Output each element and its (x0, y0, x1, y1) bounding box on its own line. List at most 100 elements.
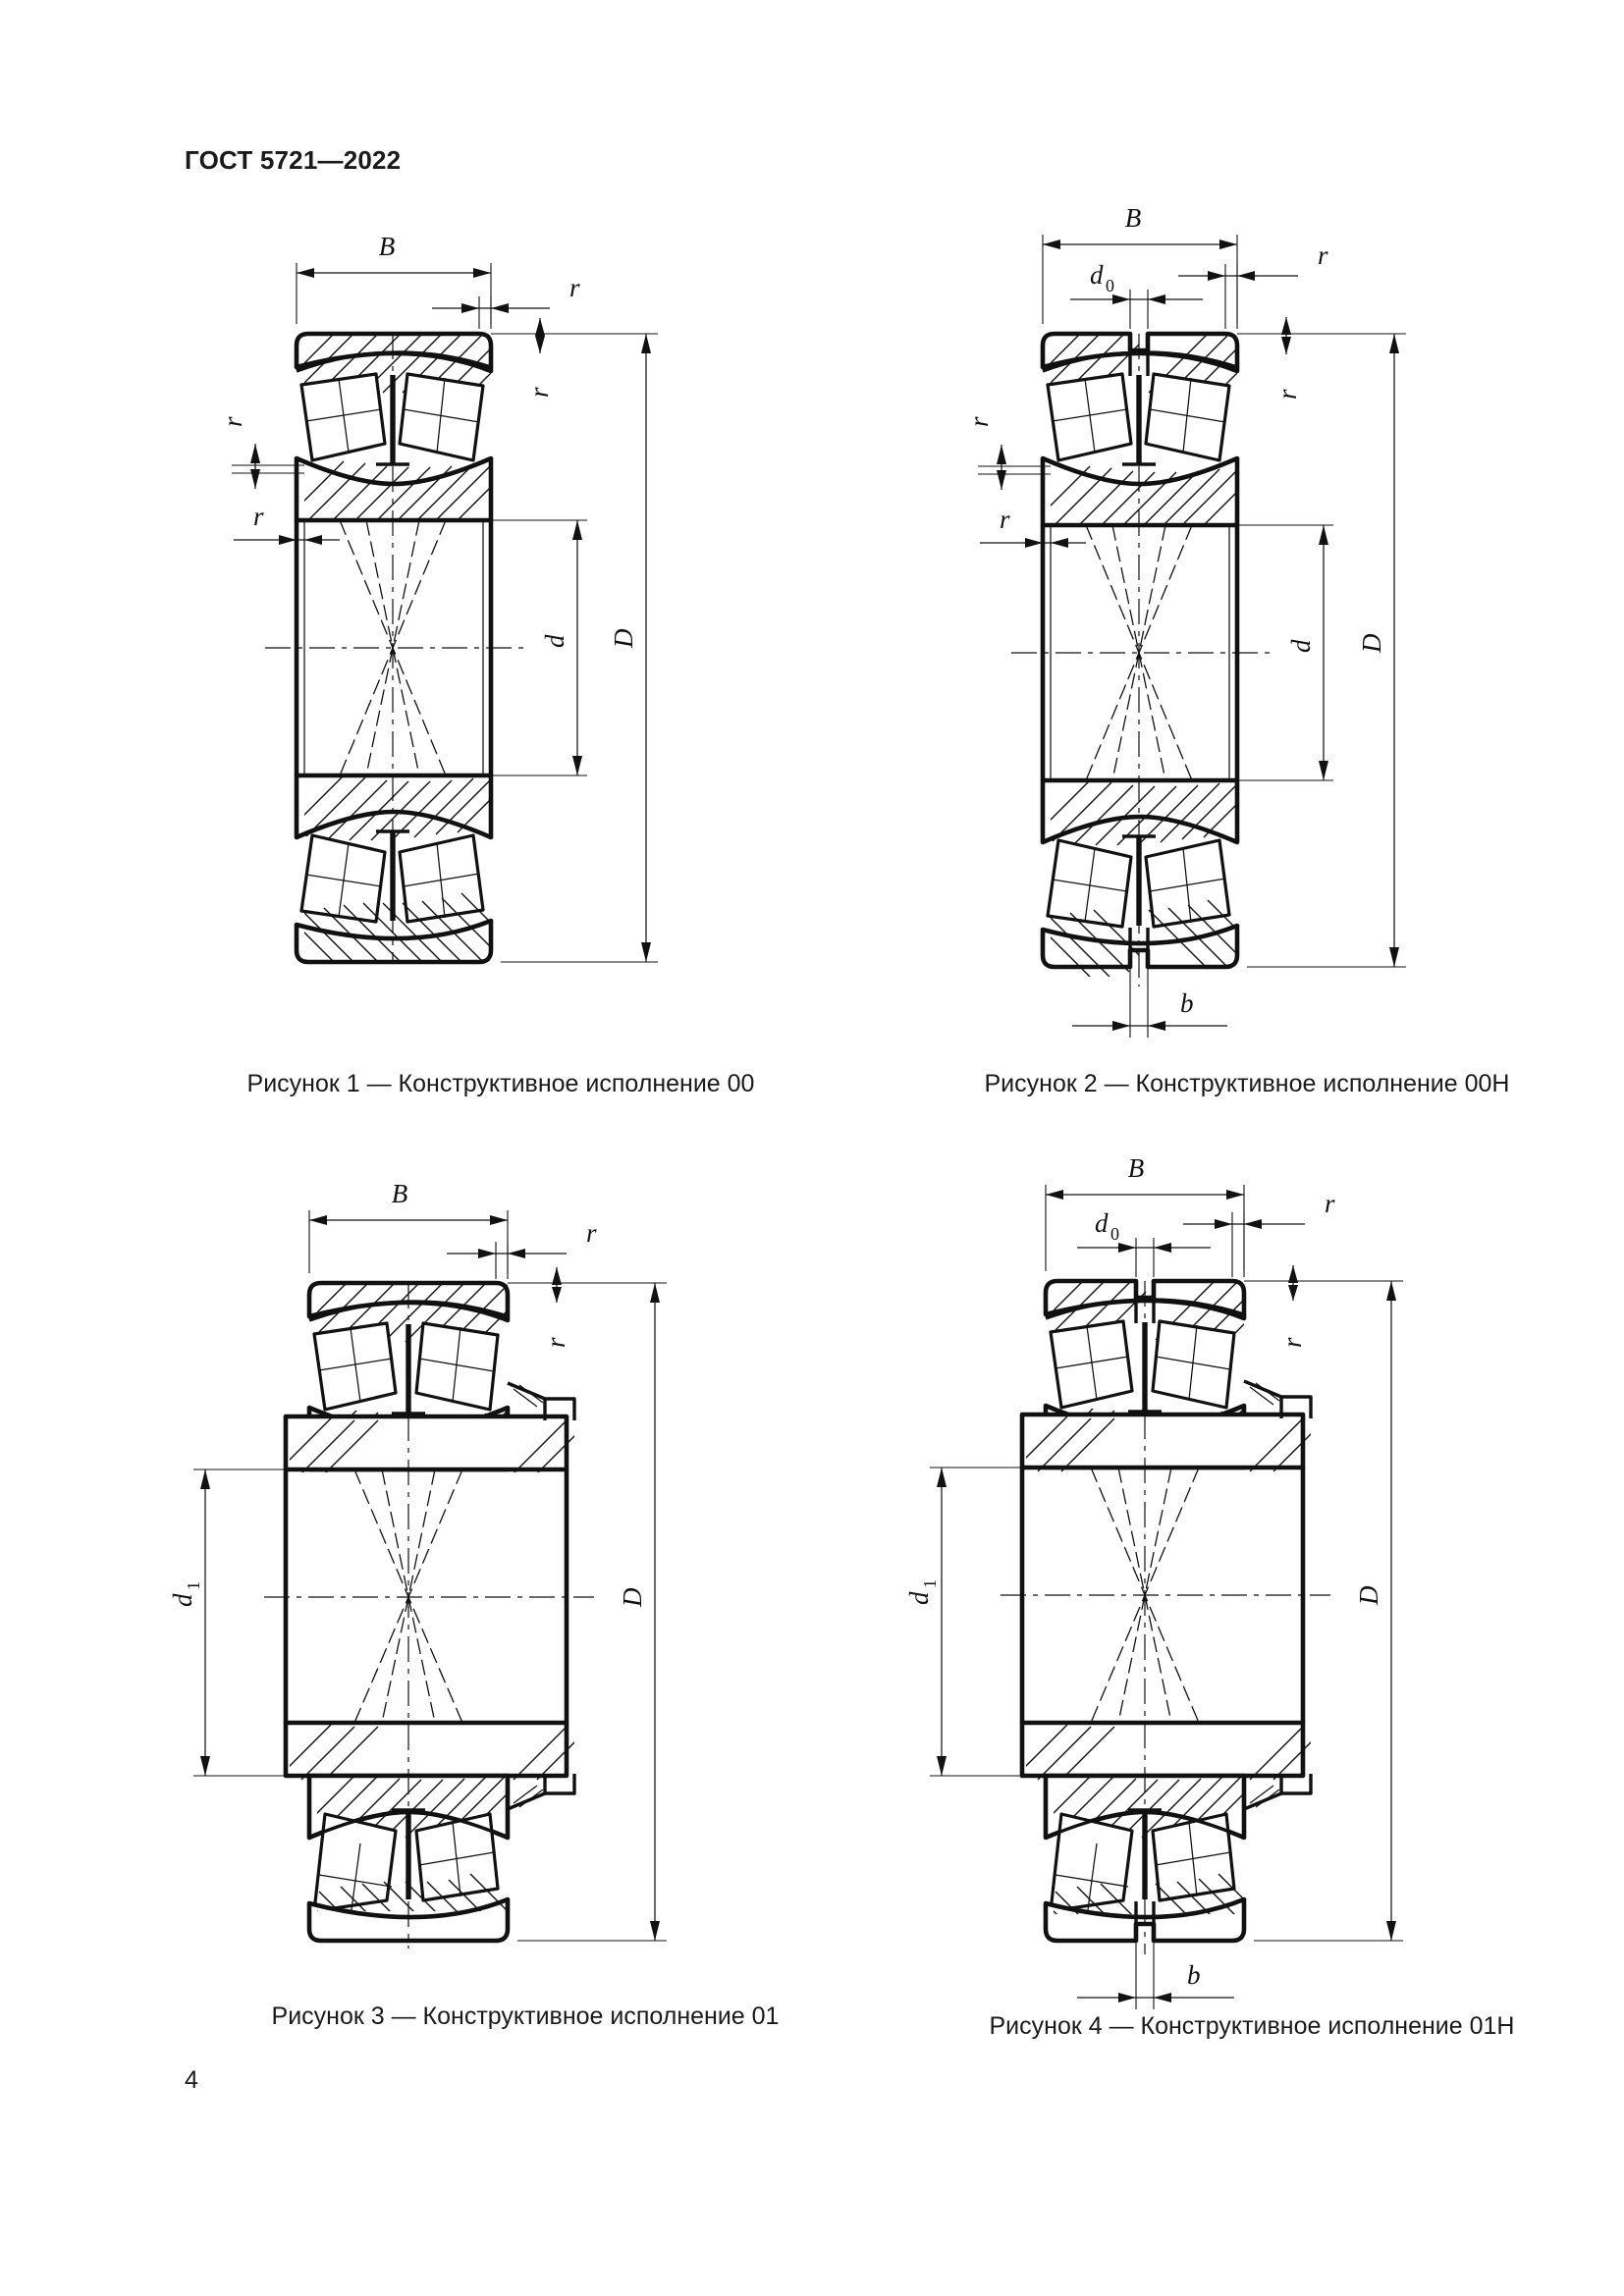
dimension-label-D: D (609, 628, 638, 649)
dimension-label-d1: d (168, 1593, 197, 1607)
dimension-label-d0-subscript: 0 (1110, 1224, 1119, 1244)
dimension-B: B (1042, 203, 1238, 324)
dimension-label-B: B (392, 1179, 408, 1208)
inner-raceway-arc-bottom (296, 810, 492, 839)
page-number: 4 (185, 2066, 198, 2094)
dimension-r-top: r (447, 1218, 597, 1279)
dimension-d0: d 0 (1070, 260, 1203, 329)
roller-top-left (1049, 1319, 1134, 1410)
figure-4-drawing: B d 0 r (904, 1153, 1403, 2009)
dimension-r-right: r (1237, 317, 1318, 400)
roller-top-left (1046, 372, 1133, 462)
dimension-label-r-right: r (541, 1337, 570, 1348)
inner-raceway-arc-bottom (308, 1810, 509, 1840)
roller-top-right (1144, 372, 1231, 462)
dimension-label-b: b (1187, 1960, 1201, 1990)
construction-lines (1011, 334, 1276, 987)
dimension-label-r-left2: r (253, 502, 264, 531)
roller-top-right (398, 372, 485, 462)
dimension-label-d1-subscript: 1 (184, 1581, 203, 1590)
dimension-label-r-right: r (524, 387, 554, 398)
dimension-label-r-top: r (586, 1218, 597, 1248)
figure-4: B d 0 r (904, 1153, 1537, 2040)
dimension-label-D: D (1354, 1585, 1383, 1606)
roller-top-left (299, 372, 387, 462)
dimension-label-r-left: r (964, 416, 994, 427)
dimension-label-D: D (1357, 633, 1386, 654)
dimension-label-d: d (1286, 639, 1316, 653)
inner-ring-top (1040, 455, 1240, 528)
roller-bottom-right (398, 833, 485, 924)
outer-raceway-arc (296, 350, 492, 373)
adapter-sleeve-top (283, 1381, 576, 1472)
dimension-label-B: B (379, 232, 396, 261)
dimension-D: D (501, 333, 658, 963)
dimension-label-d: d (540, 634, 569, 648)
dimension-r-left-vert: r (218, 416, 304, 489)
dimension-label-r-right: r (1277, 1337, 1307, 1348)
dimension-label-d1-subscript: 1 (920, 1579, 940, 1588)
dimension-label-r-right: r (1272, 389, 1302, 400)
dimension-r-right: r (491, 318, 569, 398)
construction-lines (264, 1283, 594, 1949)
dimension-label-D: D (618, 1587, 647, 1608)
construction-lines (265, 334, 530, 962)
dimension-r-top: r (1183, 1189, 1335, 1277)
figure-4-caption: Рисунок 4 — Конструктивное исполнение 01… (989, 2012, 1515, 2040)
outer-raceway-arc-bottom (1045, 1897, 1245, 1919)
figure-2-caption: Рисунок 2 — Конструктивное исполнение 00… (984, 1070, 1510, 1097)
dimension-label-r-left2: r (1000, 505, 1010, 534)
dimension-d1: d 1 (168, 1468, 286, 1777)
dimension-r-right: r (1244, 1265, 1325, 1348)
roller-bottom-left (1049, 1812, 1134, 1918)
dimension-r-top: r (1178, 240, 1328, 329)
roller-bottom-right (1151, 1812, 1236, 1902)
dimension-label-d1: d (904, 1591, 934, 1605)
cage-separator-top (406, 1324, 411, 1414)
figure-1-caption: Рисунок 1 — Конструктивное исполнение 00 (246, 1070, 755, 1097)
dimension-b: b (1072, 969, 1227, 1038)
dimension-r-right: r (508, 1267, 586, 1348)
dimension-d: d (1237, 524, 1333, 781)
cage-separator-bottom (390, 831, 396, 921)
dimension-label-r-left: r (218, 416, 247, 427)
bore-walls (283, 1469, 569, 1723)
dimension-D: D (1254, 1280, 1403, 1942)
dimension-d1: d 1 (904, 1467, 1022, 1777)
figure-1: B r r (218, 226, 756, 1097)
outer-raceway-arc-bottom (1042, 924, 1238, 945)
dimension-label-d0: d (1095, 1208, 1109, 1238)
dimension-label-B: B (1128, 1153, 1145, 1183)
dimension-r-top: r (432, 273, 580, 329)
dimension-r-left-vert: r (964, 416, 1051, 490)
dimension-D: D (1247, 333, 1406, 968)
figure-2-drawing: B d 0 r (964, 203, 1406, 1038)
outer-raceway-arc (1042, 350, 1238, 373)
cage-separator-top (1142, 1322, 1148, 1412)
figure-1-drawing: B r r (218, 232, 658, 965)
cage-separator-bottom (1142, 1810, 1148, 1899)
standard-header: ГОСТ 5721—2022 (185, 145, 402, 175)
dimension-B: B (296, 232, 492, 324)
dimension-d: d (491, 519, 587, 776)
cage-separator-bottom (1136, 836, 1142, 926)
adapter-sleeve-bottom (283, 1720, 576, 1811)
figure-3-caption: Рисунок 3 — Конструктивное исполнение 01 (271, 2002, 780, 2030)
dimension-d0: d 0 (1077, 1208, 1211, 1277)
dimension-label-r-top: r (569, 273, 580, 302)
outer-raceway-arc-bottom (296, 919, 492, 940)
roller-bottom-right (1144, 838, 1231, 929)
dimension-label-B: B (1125, 203, 1142, 233)
dimension-label-d0-subscript: 0 (1106, 276, 1114, 295)
adapter-sleeve-bottom (1019, 1720, 1313, 1811)
dimension-label-d0: d (1090, 260, 1104, 290)
adapter-sleeve-top (1019, 1379, 1313, 1472)
roller-bottom-right (414, 1812, 500, 1902)
roller-top-left (312, 1321, 398, 1412)
roller-top-right (414, 1321, 500, 1412)
inner-raceway-arc (1042, 456, 1238, 486)
roller-top-right (1151, 1319, 1236, 1410)
figure-2: B d 0 r (964, 201, 1510, 1097)
inner-raceway-arc-bottom (1042, 815, 1238, 844)
